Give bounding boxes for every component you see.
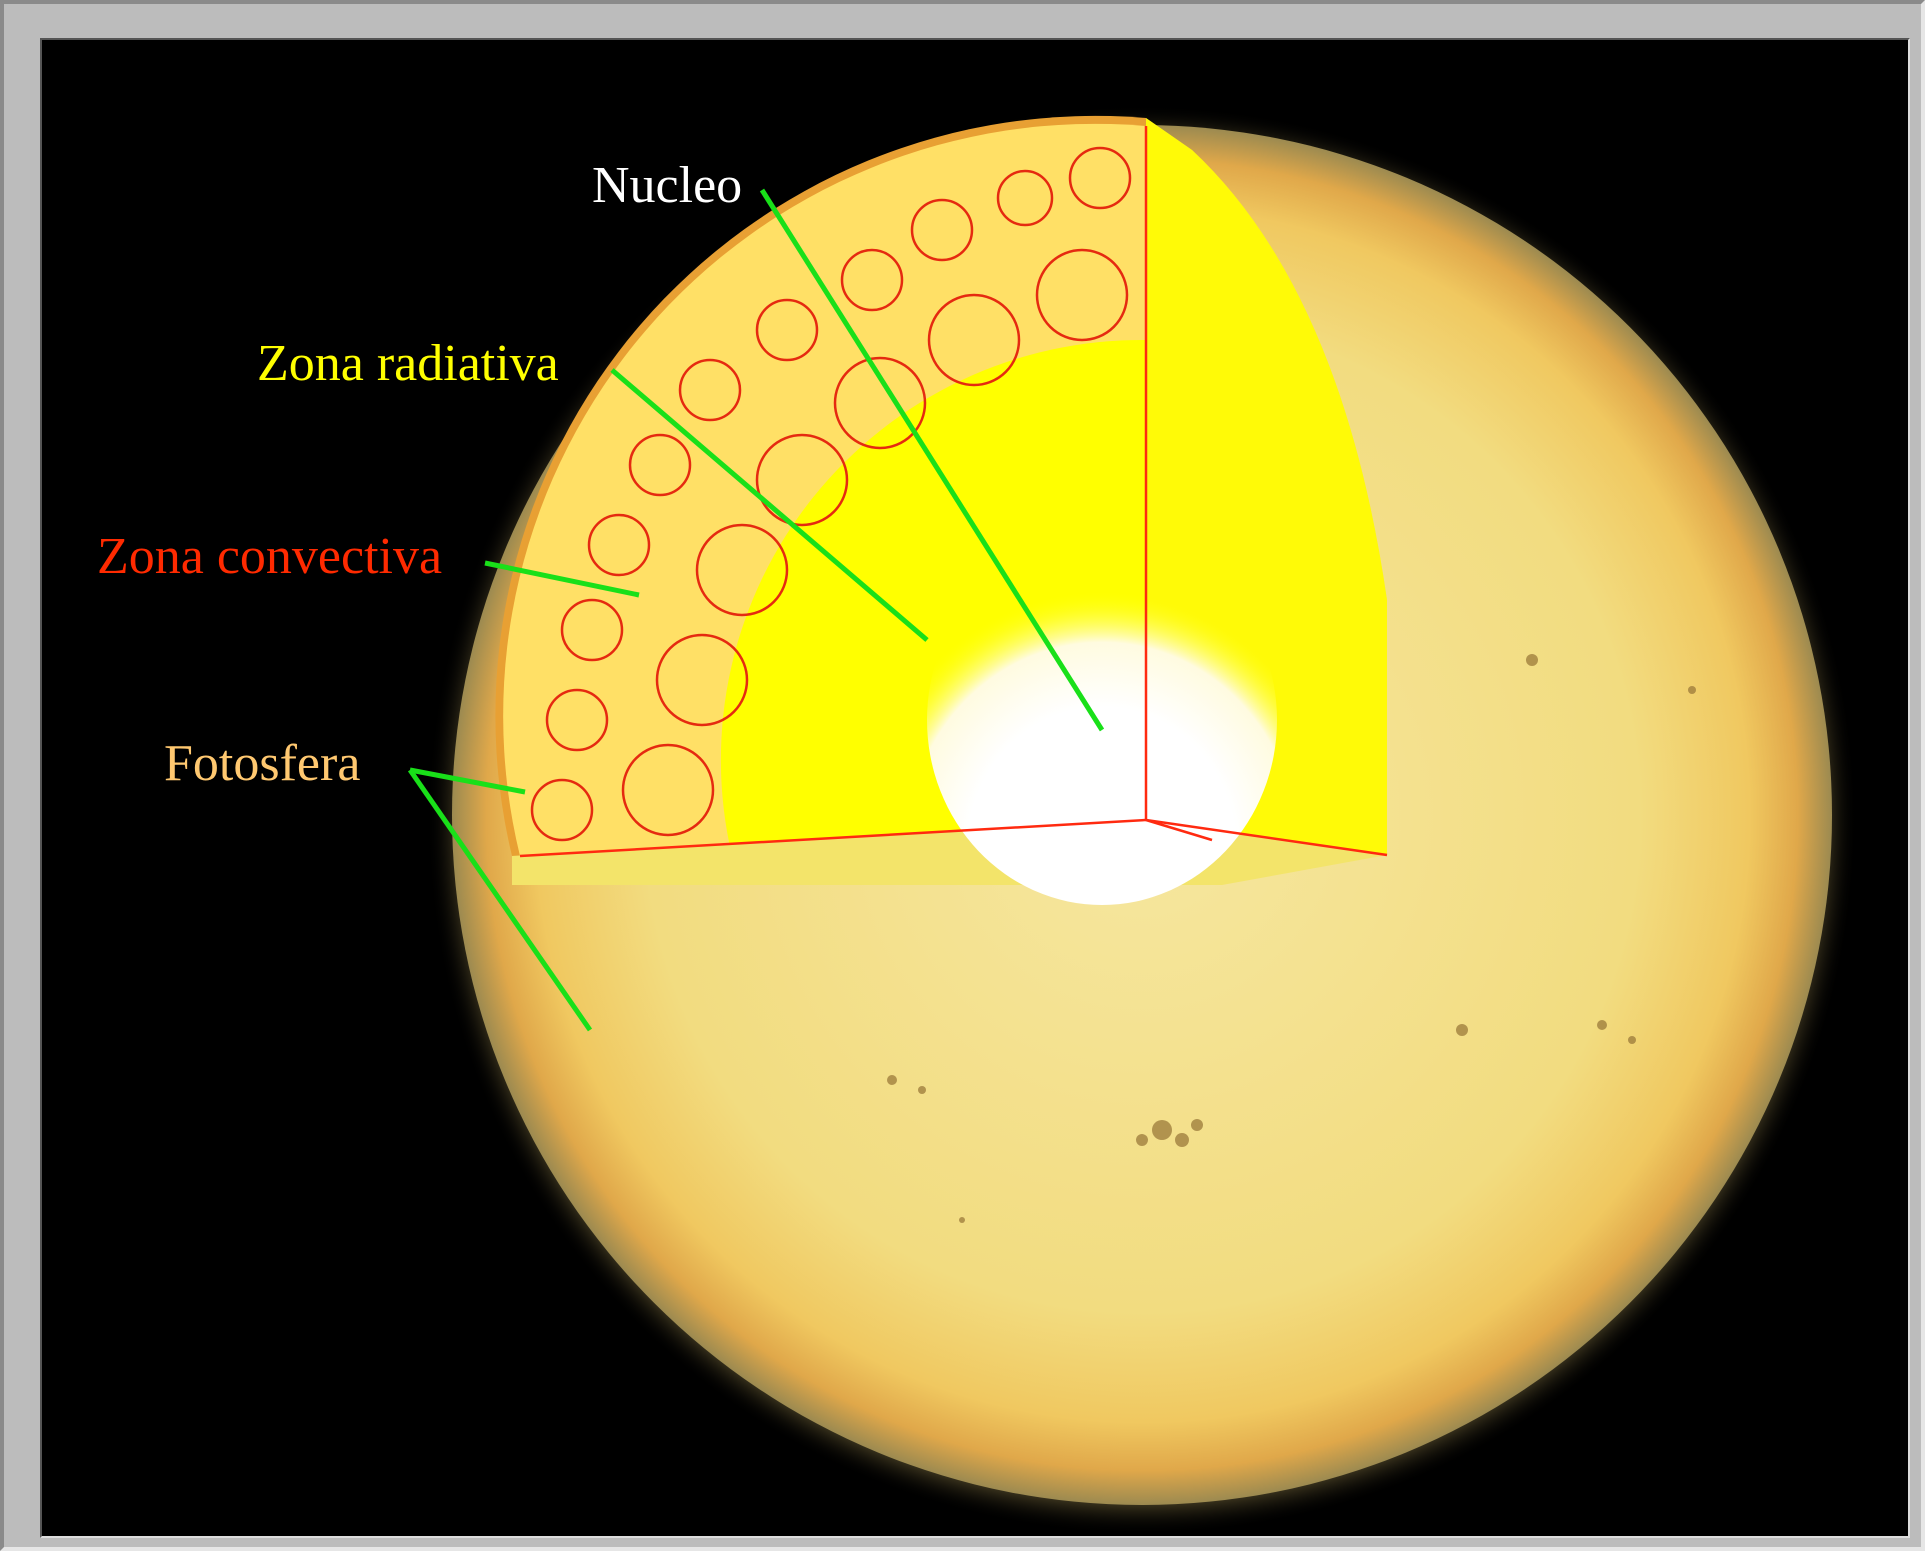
sunspots (887, 654, 1696, 1223)
core-region (927, 535, 1277, 905)
label-pointers (407, 188, 1105, 1032)
radiative-pointer (610, 368, 929, 642)
photosphere-pointer-1 (409, 767, 526, 795)
cut-edges (519, 126, 1388, 858)
convective-pointer (484, 560, 640, 598)
sun-structure-diagram: Nucleo Zona radiativa Zona convectiva Fo… (97, 105, 1857, 1535)
convection-cells (530, 146, 1132, 842)
radiative-zone-label: Zona radiativa (257, 335, 559, 392)
photosphere-pointer-2 (407, 768, 593, 1032)
diagram-canvas: Nucleo Zona radiativa Zona convectiva Fo… (40, 38, 1910, 1538)
core-pointer (759, 188, 1105, 732)
photosphere-label: Fotosfera (164, 735, 360, 792)
convective-zone-label: Zona convectiva (97, 528, 442, 585)
core-label: Nucleo (592, 157, 742, 214)
